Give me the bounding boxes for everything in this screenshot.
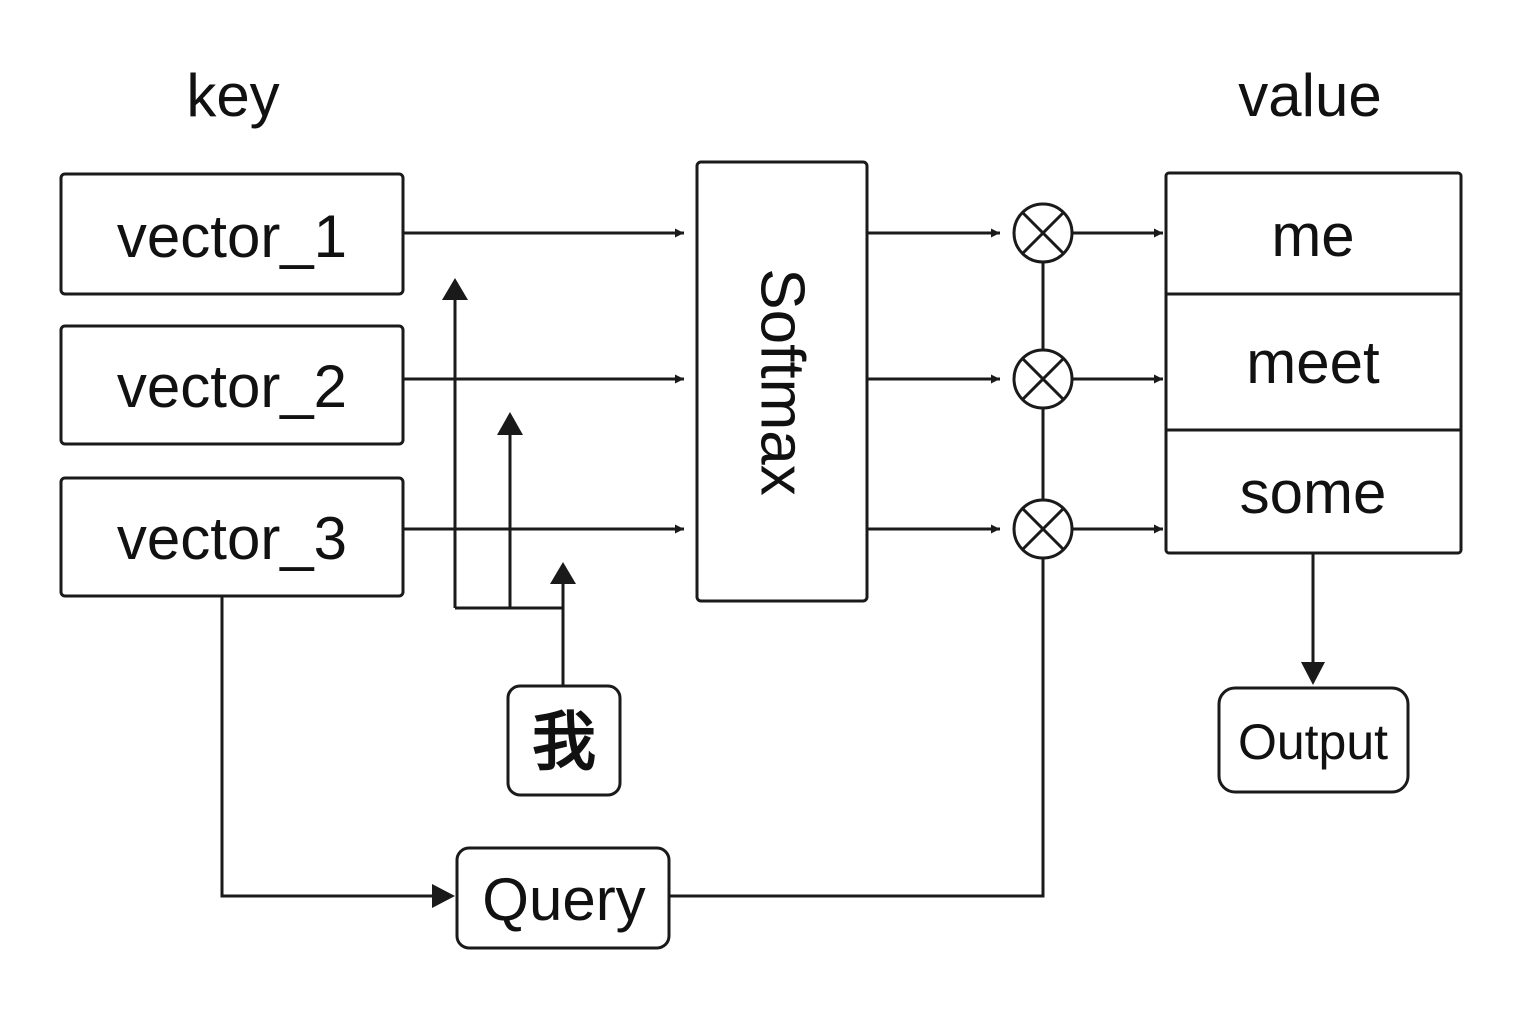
query-label: Query (482, 866, 645, 933)
key-vector-1-label: vector_1 (117, 203, 347, 270)
arrowhead-value-to-output (1301, 662, 1325, 685)
output-label: Output (1238, 714, 1388, 770)
key-vector-2-label: vector_2 (117, 353, 347, 420)
multiply-node-1-cross-b (1020, 210, 1066, 256)
key-vector-3-box (59, 476, 405, 598)
multiply-node-2 (1012, 348, 1074, 410)
softmax-label: Softmax (748, 268, 817, 495)
key-vector-1: vector_1 (59, 172, 405, 296)
softmax-block: Softmax (695, 160, 869, 603)
connectors (220, 228, 1325, 908)
value-header: value (1238, 62, 1381, 129)
arrowhead-token-to-key1 (442, 278, 468, 300)
output-node: Output (1217, 686, 1410, 794)
key-vector-2: vector_2 (59, 324, 405, 446)
softmax-box (695, 160, 869, 603)
arrow-key3-to-query (220, 597, 452, 898)
value-cell-2: meet (1246, 329, 1380, 396)
key-header: key (186, 62, 279, 129)
key-vector-3-label: vector_3 (117, 505, 347, 572)
wire-query-to-mult (670, 558, 1045, 898)
arrowhead-key3-to-query (432, 884, 455, 908)
output-box (1217, 686, 1410, 794)
input-token-box (506, 684, 622, 797)
multiply-node-3-cross-b (1020, 506, 1066, 552)
query-node: Query (455, 846, 671, 950)
arrowhead-token-up (550, 562, 576, 584)
input-token-label: 我 (532, 706, 596, 778)
value-table: me meet some (1164, 171, 1463, 555)
value-table-box (1164, 171, 1463, 555)
key-vector-2-box (59, 324, 405, 446)
key-vector-3: vector_3 (59, 476, 405, 598)
multiply-node-2-cross-b (1020, 356, 1066, 402)
query-box (455, 846, 671, 950)
multiply-node-1 (1012, 202, 1074, 264)
value-cell-3: some (1240, 459, 1387, 526)
multiply-node-3 (1012, 498, 1074, 560)
value-cell-1: me (1271, 202, 1354, 269)
input-token: 我 (506, 684, 622, 797)
key-vector-1-box (59, 172, 405, 296)
arrowhead-token-to-key2 (497, 412, 523, 435)
